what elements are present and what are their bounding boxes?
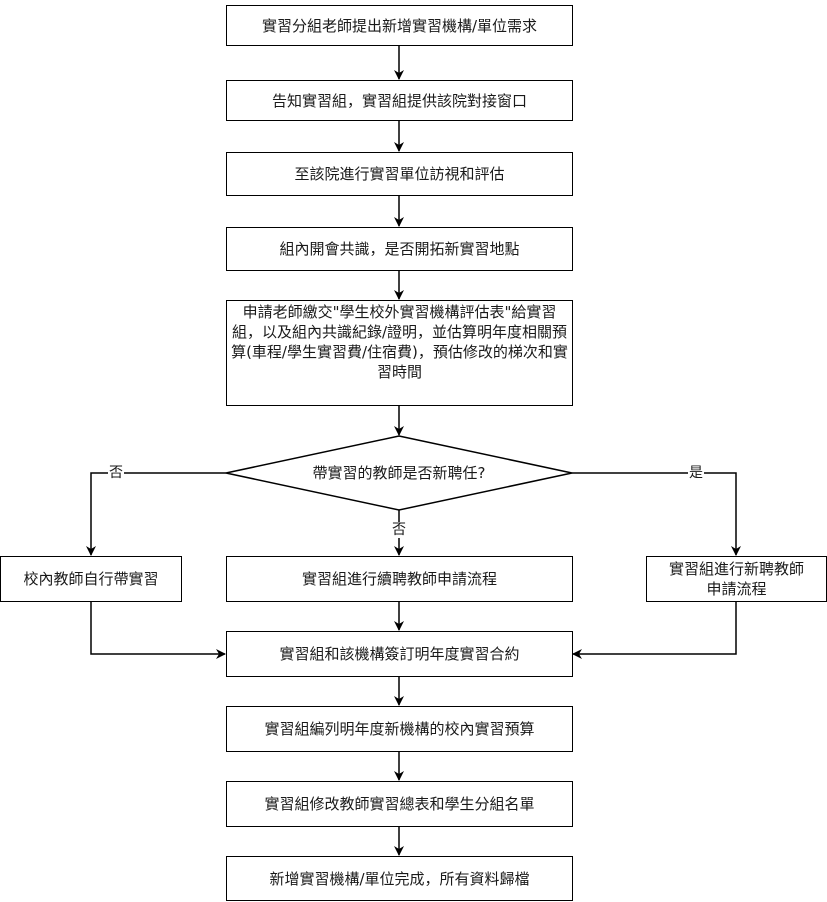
step5-text: 申請老師繳交"學生校外實習機構評估表"給實習組，以及組內共識紀錄/證明，並估算明… (231, 303, 568, 381)
step1-text: 實習分組老師提出新增實習機構/單位需求 (261, 16, 538, 35)
branch-left-box: 校內教師自行帶實習 (0, 556, 182, 602)
edge-left-step6 (90, 601, 226, 659)
branch-right-box: 實習組進行新聘教師申請流程 (646, 556, 827, 602)
branch-middle-text: 實習組進行續聘教師申請流程 (301, 570, 497, 588)
step6-box: 實習組和該機構簽訂明年度實習合約 (226, 631, 573, 677)
step9-text: 新增實習機構/單位完成，所有資料歸檔 (269, 869, 530, 888)
step7-box: 實習組編列明年度新機構的校內實習預算 (226, 706, 573, 752)
step5-box: 申請老師繳交"學生校外實習機構評估表"給實習組，以及組內共識紀錄/證明，並估算明… (226, 300, 573, 406)
step4-box: 組內開會共識，是否開拓新實習地點 (226, 227, 573, 271)
step3-text: 至該院進行實習單位訪視和評估 (294, 165, 505, 183)
step1-box: 實習分組老師提出新增實習機構/單位需求 (226, 5, 573, 46)
step9-box: 新增實習機構/單位完成，所有資料歸檔 (226, 856, 573, 901)
step2-box: 告知實習組，實習組提供該院對接窗口 (226, 80, 573, 121)
decision-text: 帶實習的教師是否新聘任? (312, 464, 486, 482)
edge-decision-left (86, 472, 226, 556)
edge-label-middle-no: 否 (391, 522, 407, 538)
step8-box: 實習組修改教師實習總表和學生分組名單 (226, 781, 573, 827)
branch-middle-box: 實習組進行續聘教師申請流程 (226, 556, 573, 602)
edge-label-left-no: 否 (108, 465, 124, 481)
edge-label-right-yes: 是 (688, 465, 704, 481)
step6-text: 實習組和該機構簽訂明年度實習合約 (279, 645, 520, 663)
edge-decision-right (572, 472, 741, 556)
branch-right-text: 實習組進行新聘教師申請流程 (668, 560, 804, 598)
branch-left-text: 校內教師自行帶實習 (23, 570, 159, 588)
step4-text: 組內開會共識，是否開拓新實習地點 (279, 240, 520, 258)
step7-text: 實習組編列明年度新機構的校內實習預算 (264, 720, 535, 738)
step2-text: 告知實習組，實習組提供該院對接窗口 (271, 91, 527, 110)
step8-text: 實習組修改教師實習總表和學生分組名單 (264, 795, 535, 813)
edge-right-step6 (572, 601, 737, 659)
step3-box: 至該院進行實習單位訪視和評估 (226, 152, 573, 196)
